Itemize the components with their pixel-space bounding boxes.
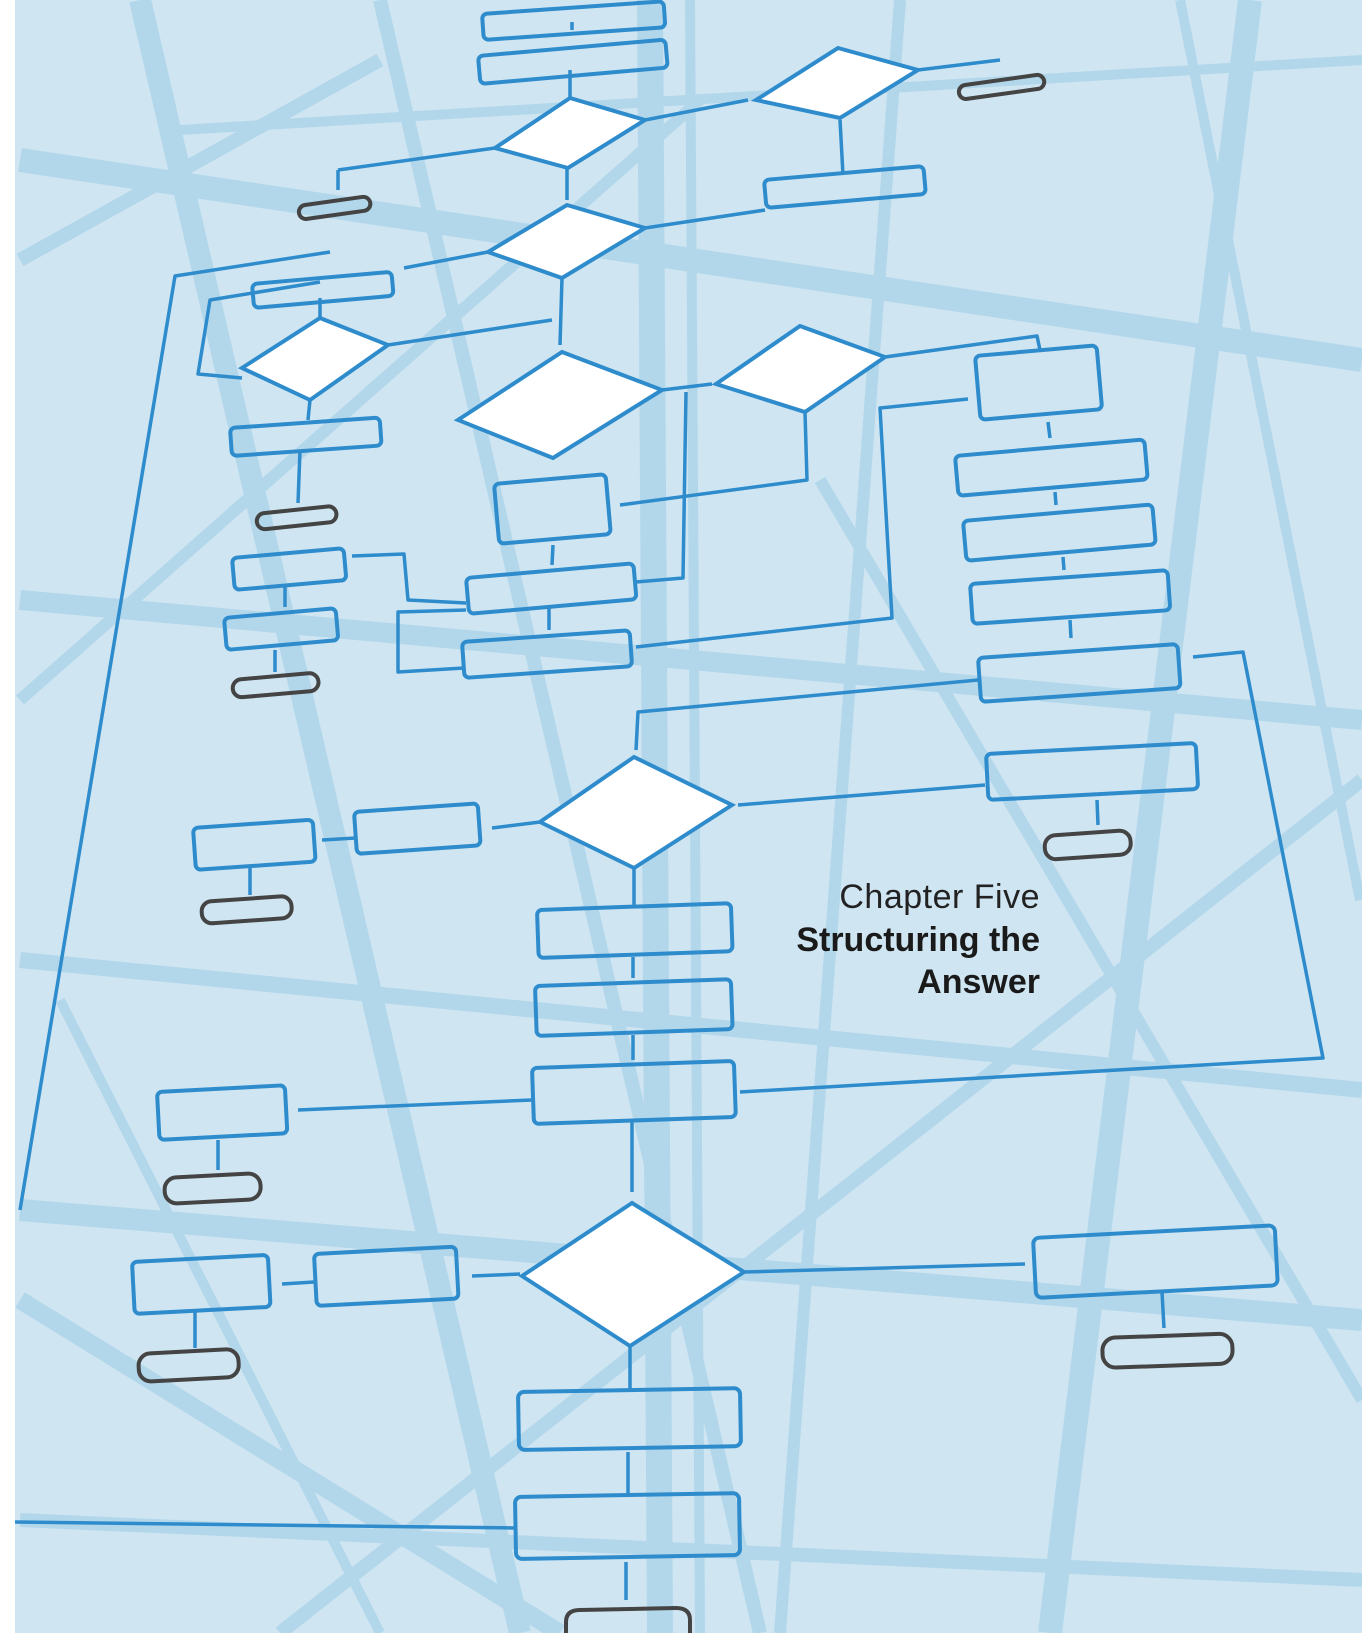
chapter-label: Chapter Five: [839, 878, 1040, 916]
process-boxes: [130, 0, 1280, 1561]
decision-diamonds: [237, 45, 923, 1349]
chapter-heading: Chapter Five Structuring the Answer: [780, 876, 1040, 1004]
terminal-nodes: [136, 72, 1235, 1633]
chapter-name: Structuring the Answer: [796, 920, 1040, 1002]
connector-lines: [14, 22, 1325, 1600]
